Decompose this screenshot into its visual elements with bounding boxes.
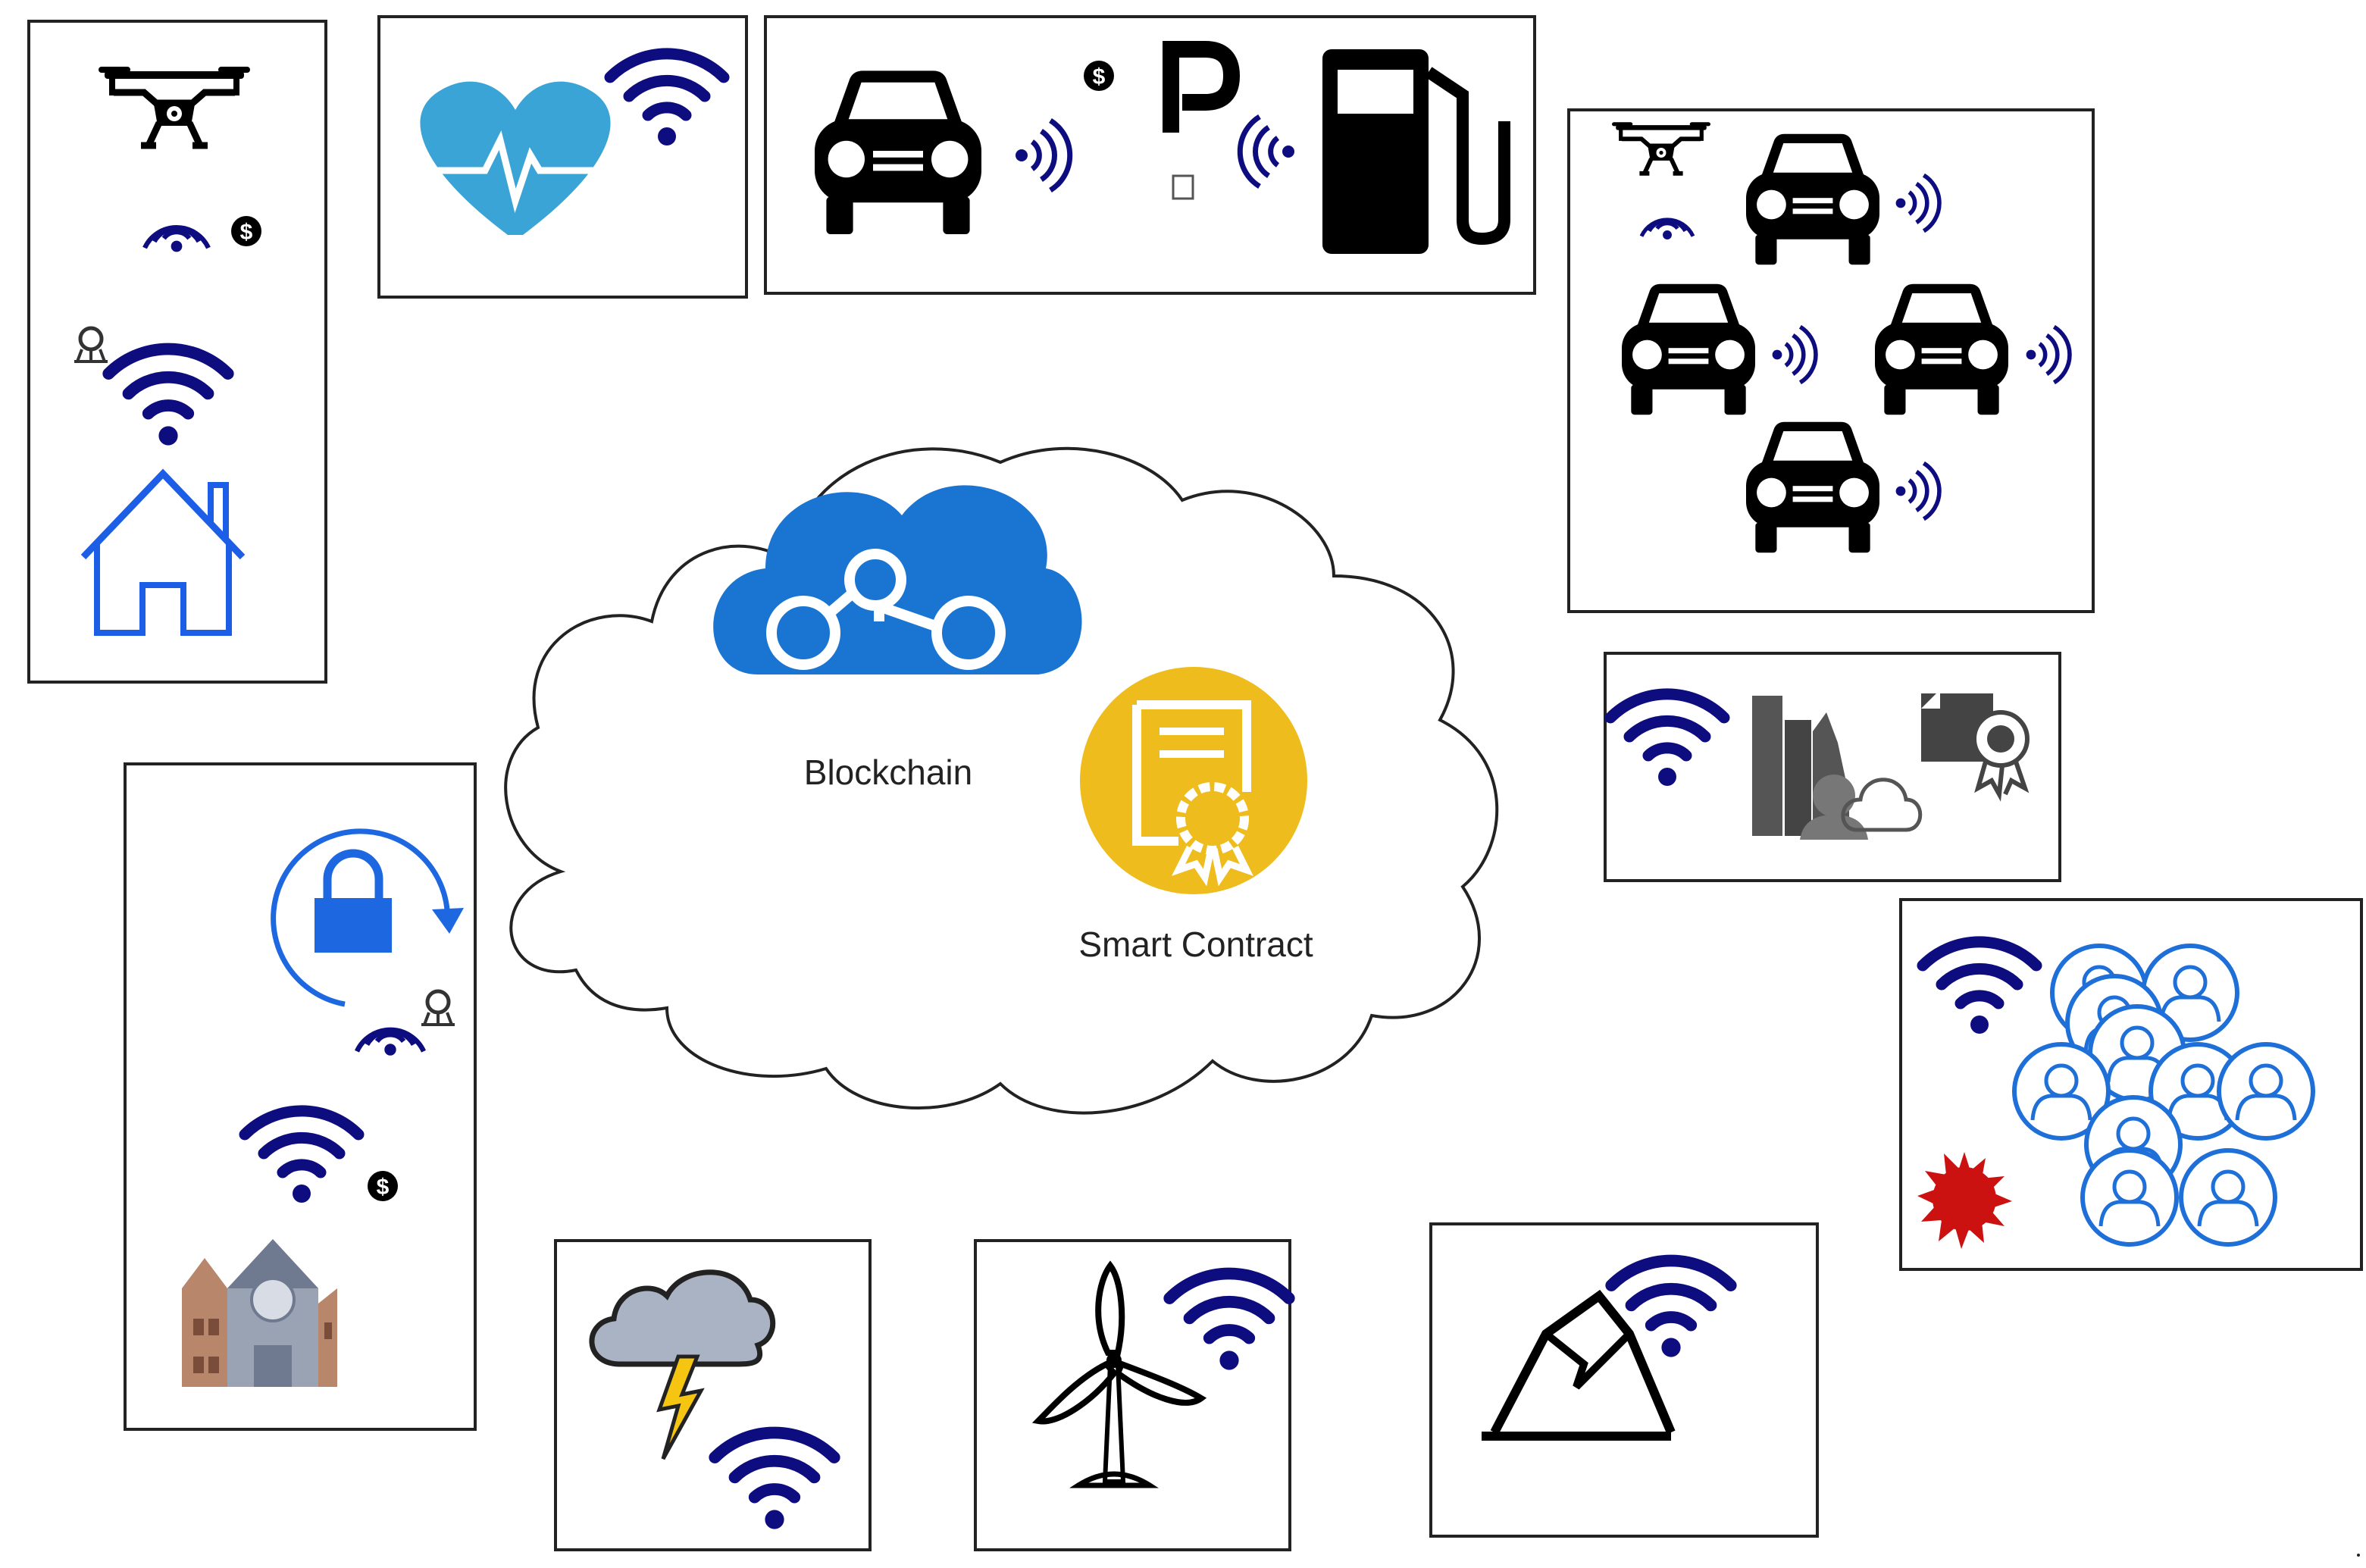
church-icon — [182, 1239, 337, 1387]
city-icon — [1752, 696, 1923, 840]
blockchain-label: Blockchain — [804, 753, 972, 792]
blockchain-icon — [713, 485, 1082, 674]
virus-icon — [1917, 1152, 2012, 1249]
smart-home-box — [27, 20, 327, 684]
coin-icon — [368, 1171, 398, 1201]
fuel-pump-icon — [1322, 49, 1510, 254]
certificate-icon — [1921, 690, 2030, 802]
coin-icon — [231, 216, 261, 246]
dot-mark — [2357, 1554, 2360, 1557]
wind-turbine-icon — [1031, 1260, 1207, 1488]
smart-contract-icon — [1080, 667, 1307, 894]
security-box — [124, 762, 477, 1431]
parking-icon — [1163, 41, 1241, 200]
iceberg-box — [1429, 1222, 1819, 1538]
weather-box — [554, 1239, 872, 1551]
house-icon — [80, 468, 246, 636]
lock-refresh-icon — [271, 828, 464, 1007]
community-box — [1899, 898, 2363, 1271]
smart-contract-label: Smart Contract — [1078, 925, 1313, 964]
health-box — [377, 15, 748, 299]
iceberg-icon — [1482, 1289, 1676, 1441]
heart-pulse-icon — [420, 81, 611, 235]
coin-icon — [1084, 61, 1114, 91]
wind-energy-box — [974, 1239, 1290, 1551]
storm-cloud-icon — [589, 1269, 776, 1460]
smart-city-box — [1604, 652, 2061, 882]
vehicle-fleet-box — [1567, 108, 2095, 613]
parking-fuel-box — [764, 15, 1536, 295]
